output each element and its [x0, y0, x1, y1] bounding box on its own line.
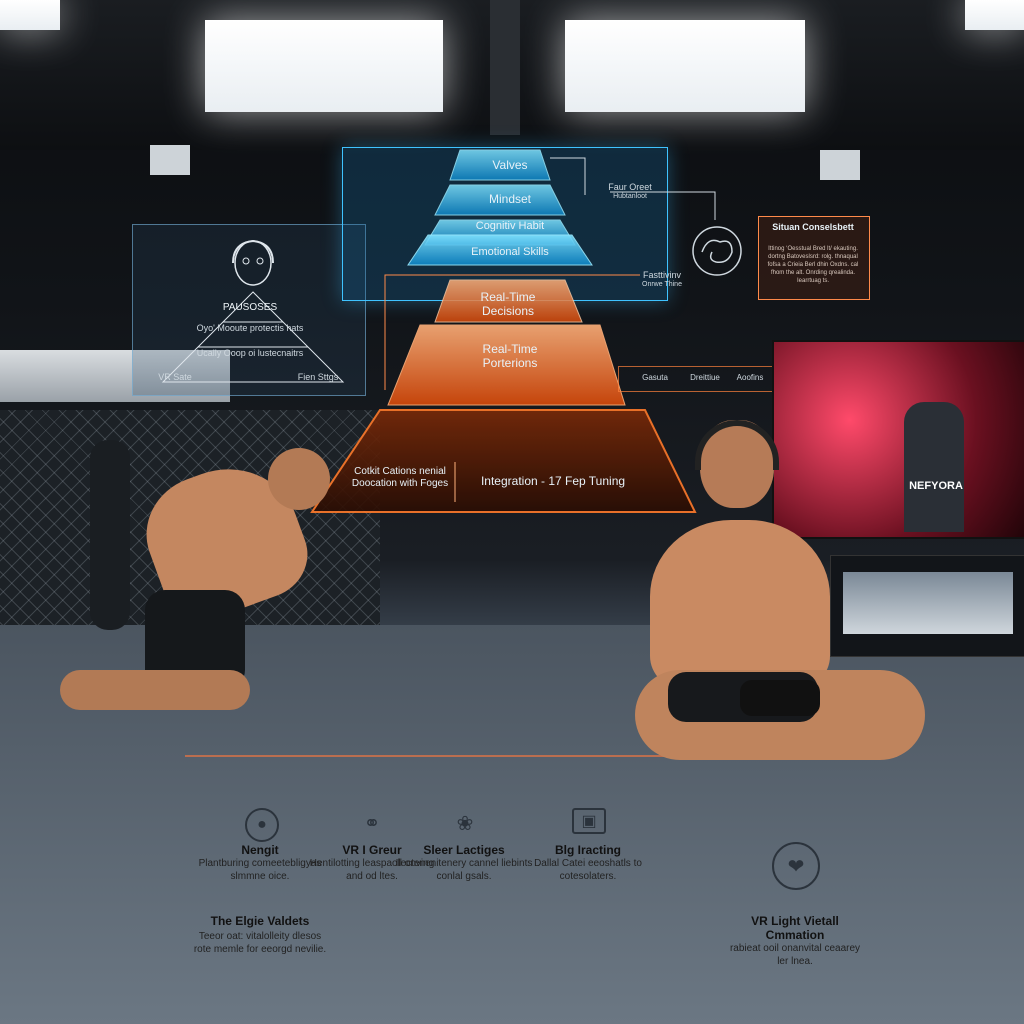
situation-box	[758, 216, 870, 300]
screen-fighter-body	[904, 402, 964, 532]
ceiling-light-left	[205, 20, 443, 112]
timeline-item-2: Dreittiue	[690, 373, 720, 382]
feature-4-title: Blg Iracting	[554, 843, 621, 857]
left-panel-foot-right: Fien Sttgs	[297, 372, 339, 382]
tier-real-time-decisions: Real-Time Decisions	[480, 290, 536, 318]
feature-3-title: Sleer Lactiges	[423, 843, 505, 857]
ceiling-light-corner-left	[0, 0, 60, 30]
tier-mindset: Mindset	[488, 192, 532, 206]
screen-icon: ▣	[572, 808, 606, 834]
background-person-silhouette	[90, 440, 130, 630]
mid-label: Fasttivinv	[642, 270, 681, 280]
tier-values: Valves	[492, 158, 528, 172]
left-panel-pyramid-lines	[161, 291, 345, 383]
left-panel-title: PAUSOSES	[222, 302, 278, 313]
bottom-right-body: rabieat ooil onanvital ceaarey ler lnea.	[729, 943, 861, 967]
left-panel-line1: Oyo' Mooute protectis hats	[196, 323, 304, 333]
situation-box-title: Situan Conselsbett	[772, 222, 854, 232]
top-label: Faur Oreet	[608, 182, 652, 192]
kneeling-fighter-leg	[60, 670, 250, 710]
floor-line	[185, 755, 665, 757]
bottom-left-title: The Elgie Valdets	[210, 914, 310, 928]
seated-fighter-gloves	[740, 680, 820, 716]
timeline-item-3: Aoofins	[736, 373, 764, 382]
feature-2-body: Hentilotting leaspaoll onving and od lte…	[309, 858, 435, 882]
feature-4-body: Dallal Catei eeoshatls to cotesolaters.	[534, 858, 642, 882]
kneeling-fighter-head	[268, 448, 330, 510]
screen-fighter-head	[914, 404, 948, 440]
monitor-stand	[830, 555, 1024, 657]
wall-light-strip	[0, 350, 230, 402]
tier-cognitive-habit: Cognitiv Habit	[475, 220, 545, 232]
tier-integration: Integration - 17 Fep Tuning	[480, 474, 626, 488]
vr-light-icon: ❤	[772, 842, 820, 890]
pendant-lamp-left	[150, 145, 190, 175]
feature-1-title: Nengit	[241, 843, 279, 857]
left-panel-foot-left: VR Sate	[158, 372, 192, 382]
pendant-lamp-right	[820, 150, 860, 180]
pyramid-graphic	[310, 149, 697, 513]
brain-icon	[692, 226, 742, 276]
figure-icon: ⚭	[363, 812, 381, 835]
tier-real-time-porterions: Real-Time Porterions	[482, 342, 538, 370]
screen-shirt-text: NEFYORA	[909, 480, 963, 492]
mid-sublabel: Onrwe Thine	[642, 281, 682, 288]
ceiling-beam	[490, 0, 520, 135]
pyramid-base-left-text: Cotkit Cations nenial Doocation with Fog…	[351, 466, 449, 489]
small-screen	[843, 572, 1013, 634]
head-icon	[232, 239, 274, 286]
ceiling-light-right	[565, 20, 805, 112]
tree-icon: ❀	[456, 812, 474, 835]
cage-fence	[0, 410, 380, 640]
arena-screen: NEFYORA	[772, 340, 1024, 539]
top-sublabel: Hubtanloot	[613, 193, 647, 200]
user-icon: ●	[245, 808, 279, 842]
timeline-item-1: Gasuta	[642, 373, 668, 382]
tier-emotional-skills: Emotional Skills	[471, 246, 549, 258]
connector-lines	[384, 157, 716, 390]
feature-1-body: Plantburing comeetebligyas slmmne oice.	[198, 858, 322, 882]
situation-box-body: Ittinog ‘Oesstual Bred lt/ ekauting. dor…	[767, 246, 859, 284]
bottom-left-body: Teeor oat: vitalolleity dlesos rote meml…	[193, 931, 327, 955]
feature-2-title: VR I Greur	[342, 843, 402, 857]
left-panel-line2: Ucally Ooop oi lustecnaitrs	[196, 348, 304, 358]
seated-fighter-torso	[650, 520, 830, 690]
bottom-right-title: VR Light Vietall Cmmation	[751, 914, 839, 942]
ceiling-light-corner-right	[965, 0, 1024, 30]
left-holo-panel	[132, 224, 366, 396]
feature-3-body: Ilectenenitenery cannel liebints conlal …	[395, 858, 533, 882]
